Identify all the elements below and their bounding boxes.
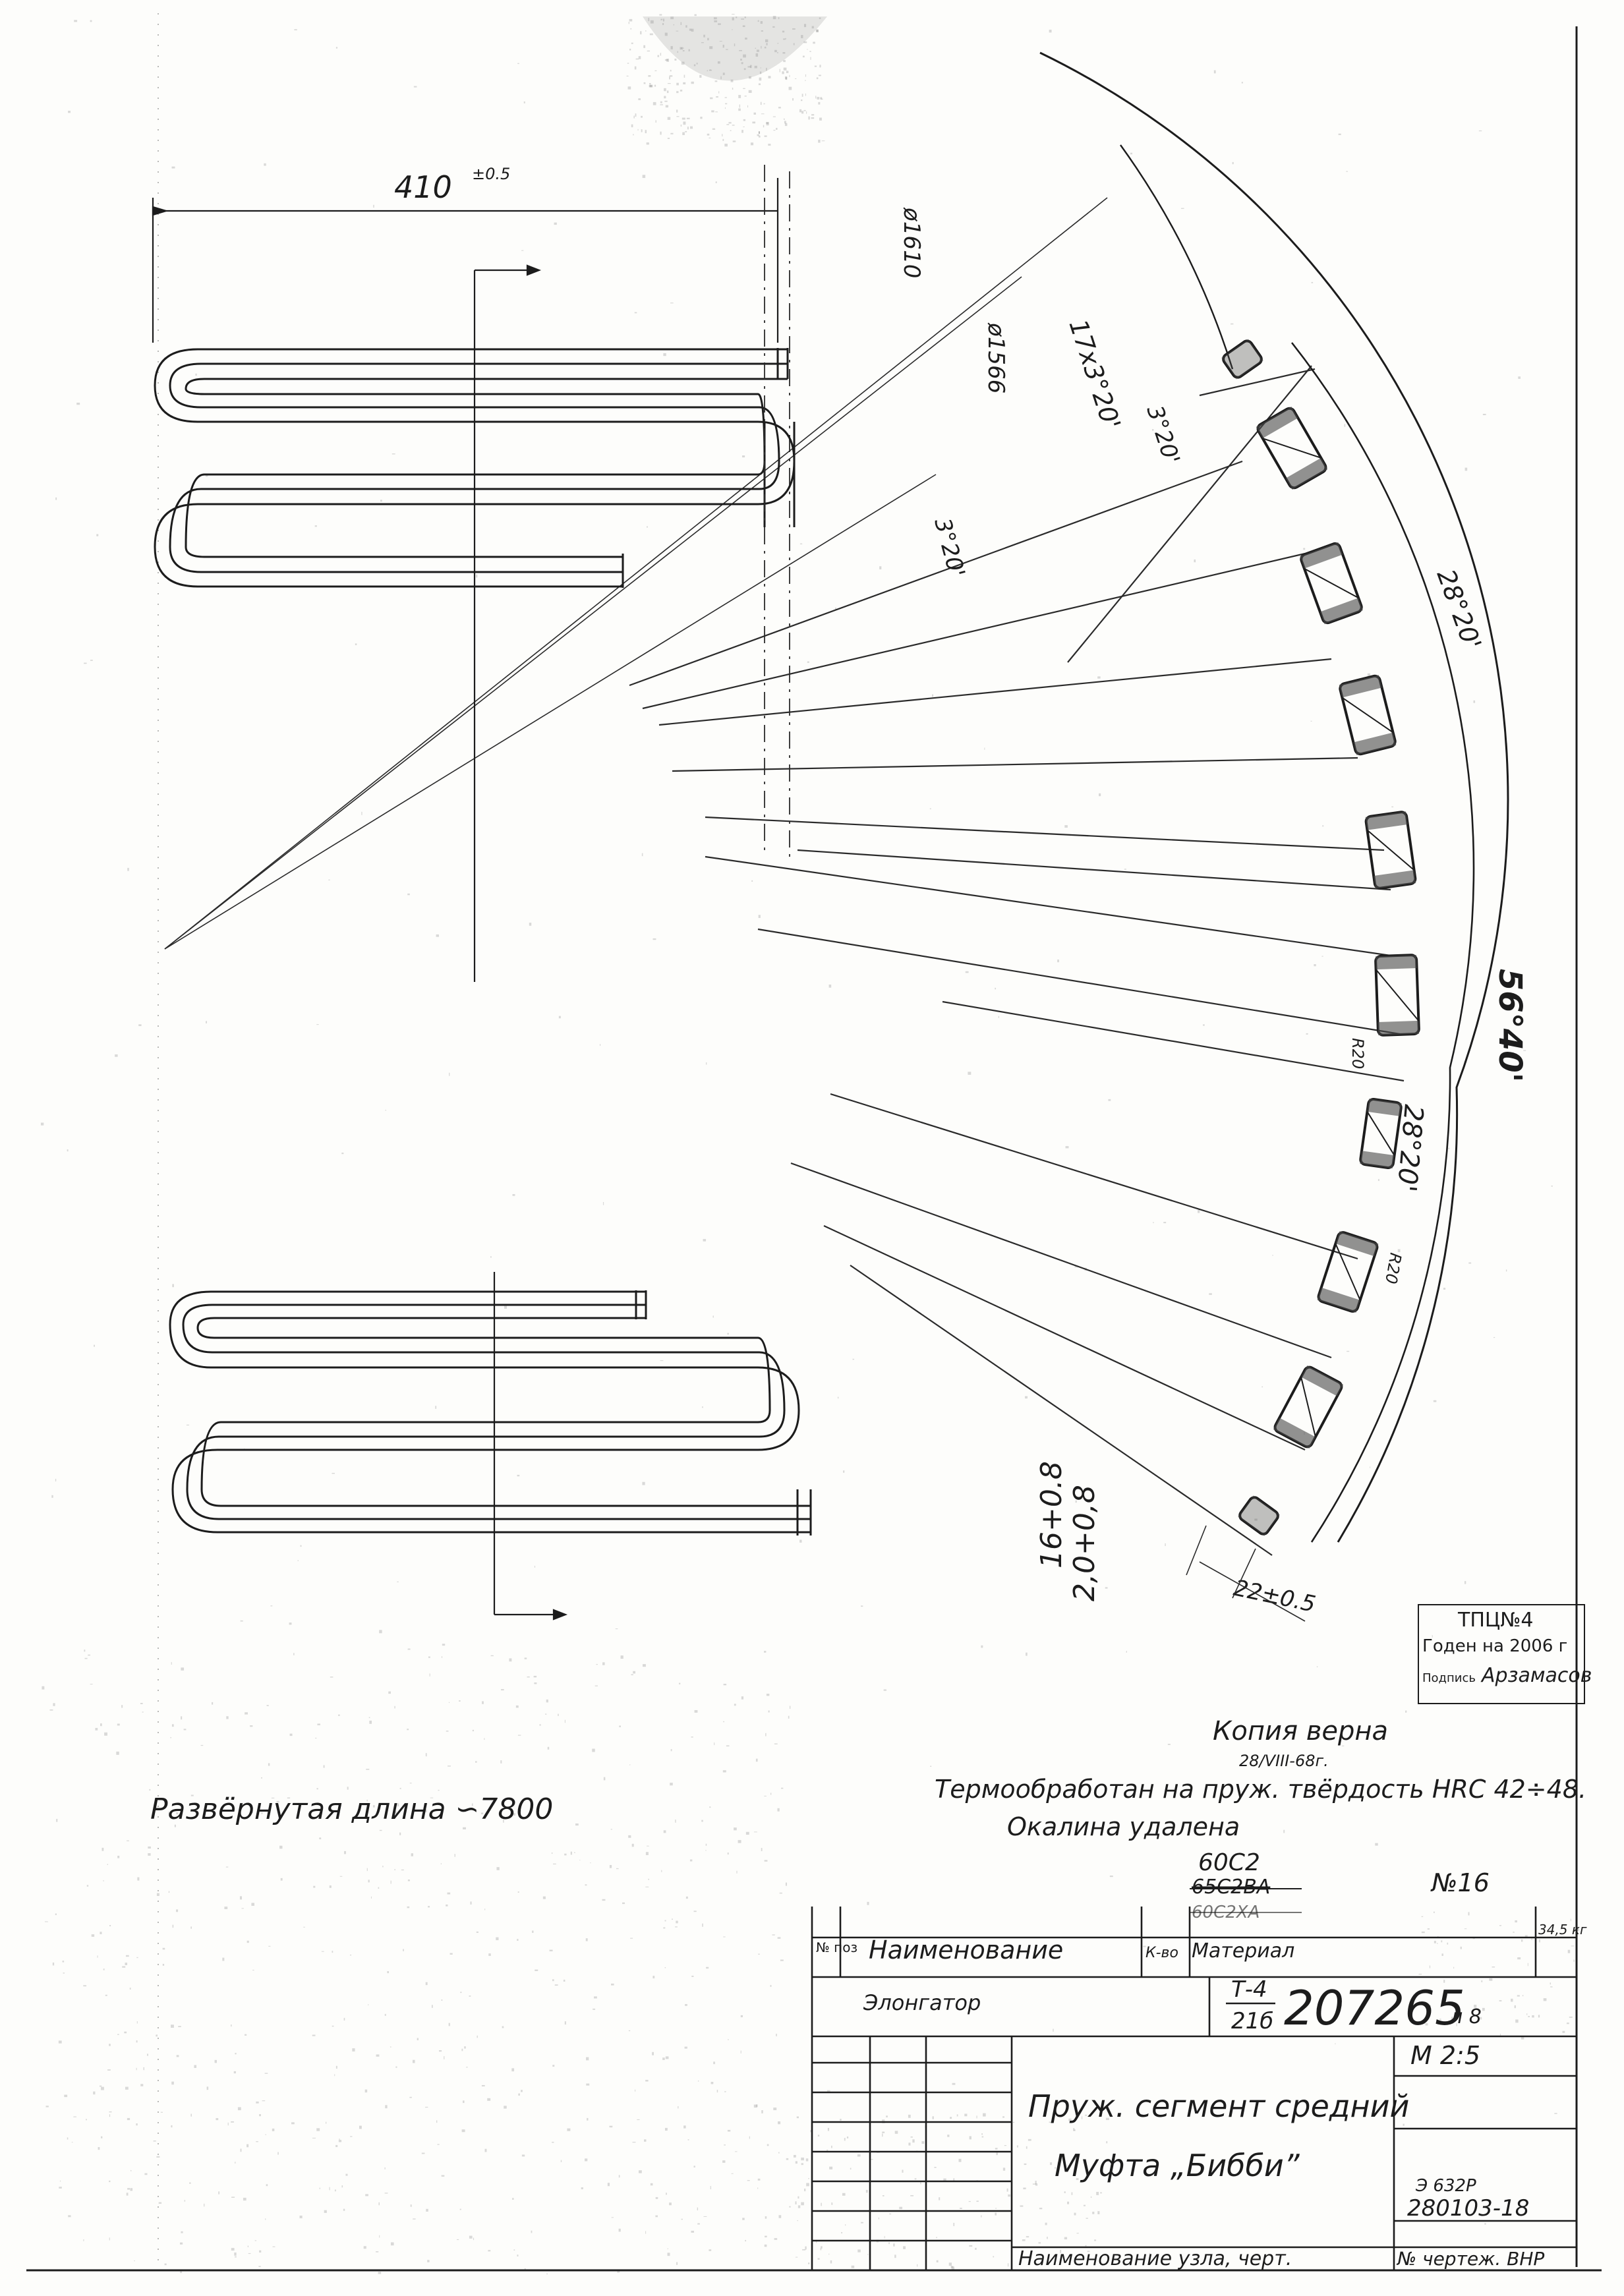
spec-sheet: л 8 bbox=[1449, 2005, 1482, 2028]
title-part-name: Пруж. сегмент средний bbox=[1028, 2088, 1409, 2124]
title-doc-top: Э 632Р bbox=[1415, 2176, 1476, 2196]
radial-rays bbox=[629, 365, 1405, 1556]
construction-line-2 bbox=[164, 474, 937, 950]
dim-bar-width: 22±0.5 bbox=[1231, 1575, 1318, 1618]
lower-spring-view bbox=[169, 1290, 812, 1535]
radial-ray-12 bbox=[790, 1162, 1332, 1359]
dim-angle-pitch-b: 3°20' bbox=[1141, 402, 1184, 467]
outer-arc bbox=[1039, 51, 1509, 1543]
bar-width-dimension bbox=[1186, 1525, 1306, 1622]
title-doc-no: 280103-18 bbox=[1407, 2195, 1529, 2222]
spec-code-bottom: 21б bbox=[1231, 2008, 1273, 2034]
sheet-number: №16 bbox=[1430, 1868, 1490, 1897]
dim-bar-height: 16+0.8 bbox=[1035, 1461, 1068, 1568]
outer-arc-inner bbox=[1120, 144, 1234, 370]
dim-bar-height-note: 2,0+0,8 bbox=[1068, 1485, 1101, 1601]
heat-treatment-note: Термообработан на пруж. твёрдость HRC 42… bbox=[935, 1775, 1586, 1804]
spec-side-note: 34,5 кг bbox=[1538, 1922, 1587, 1937]
radial-ray-14 bbox=[850, 1265, 1273, 1556]
scale-removed-note: Окалина удалена bbox=[1007, 1812, 1240, 1841]
radial-ray-9 bbox=[757, 928, 1405, 1036]
spec-qty-label: К-во bbox=[1146, 1945, 1178, 1961]
bar-section-2 bbox=[1256, 406, 1328, 490]
dim-angle-total: 56°40' bbox=[1492, 969, 1528, 1082]
spec-number: 207265 bbox=[1284, 1980, 1465, 2036]
bar-section-6 bbox=[1374, 954, 1420, 1037]
dim-angle-pitch-a: 17x3°20' bbox=[1063, 316, 1126, 433]
spec-row-name: Элонгатор bbox=[863, 1990, 981, 2015]
title-assembly: Муфта „Бибби” bbox=[1055, 2148, 1300, 2183]
copy-verified: Копия верна bbox=[1213, 1716, 1388, 1746]
hub-shade bbox=[643, 16, 827, 81]
bar-section-7 bbox=[1359, 1098, 1403, 1169]
radial-ray-15 bbox=[797, 849, 1391, 891]
sheet-frame bbox=[26, 13, 1602, 2272]
radial-ray-6 bbox=[672, 757, 1358, 772]
material-current: 60С2 bbox=[1198, 1849, 1260, 1876]
stamp-org: ТПЦ№4 bbox=[1457, 1609, 1533, 1632]
radial-ray-8 bbox=[705, 855, 1391, 957]
scan-noise bbox=[40, 14, 1579, 2275]
radial-ray-7 bbox=[705, 816, 1385, 851]
dim-dia-outer: ø1610 bbox=[898, 207, 925, 278]
bar-section-5 bbox=[1364, 811, 1417, 890]
top-width-dimension bbox=[152, 165, 779, 857]
dim-dia-inner: ø1566 bbox=[983, 322, 1009, 393]
stamp-valid: Годен на 2006 г bbox=[1422, 1636, 1567, 1656]
title-footer-name-label: Наименование узла, черт. bbox=[1018, 2247, 1292, 2270]
construction-line bbox=[164, 276, 1022, 950]
spec-name-label: Наименование bbox=[869, 1936, 1063, 1965]
dim-radius-b: R20 bbox=[1381, 1251, 1405, 1285]
radial-ray-4 bbox=[642, 552, 1306, 710]
radial-ray-13 bbox=[823, 1225, 1306, 1450]
bar-section-8 bbox=[1317, 1231, 1379, 1313]
spec-pos-label: № поз bbox=[816, 1939, 857, 1955]
spec-code-top: Т-4 bbox=[1231, 1976, 1267, 2003]
stamp-signature: Арзамасов bbox=[1480, 1664, 1592, 1687]
dim-top-width-tol: ±0.5 bbox=[472, 165, 510, 183]
upper-section-marker bbox=[473, 264, 542, 982]
construction-line-3 bbox=[164, 197, 1108, 950]
dim-top-width: 410 bbox=[394, 169, 452, 205]
title-footer-drawing-label: № чертеж. ВНР bbox=[1396, 2248, 1544, 2270]
lower-section-marker bbox=[493, 1272, 568, 1621]
radial-ray-11 bbox=[830, 1093, 1358, 1260]
developed-length-note: Развёрнутая длина ∽7800 bbox=[150, 1793, 553, 1826]
dim-angle-pitch-c: 3°20' bbox=[929, 515, 970, 580]
bar-sections bbox=[1221, 339, 1420, 1536]
radial-ray-2 bbox=[1199, 368, 1316, 397]
copy-date: 28/VIII-68г. bbox=[1239, 1752, 1329, 1770]
radial-ray-10 bbox=[942, 1000, 1405, 1082]
dim-radius-a: R20 bbox=[1348, 1038, 1367, 1069]
spec-material-label: Материал bbox=[1192, 1939, 1294, 1963]
bar-section-4 bbox=[1339, 674, 1397, 756]
title-scale: М 2:5 bbox=[1410, 2041, 1480, 2070]
bar-section-3 bbox=[1300, 542, 1363, 625]
stamp-signature-label: Подпись bbox=[1422, 1671, 1476, 1685]
radial-ray-1 bbox=[1067, 365, 1312, 663]
bar-section-10 bbox=[1238, 1495, 1280, 1536]
dimension-arc bbox=[1290, 342, 1475, 1543]
dim-angle-28-bottom: 28°20' bbox=[1391, 1103, 1428, 1193]
validation-stamp: ТПЦ№4 Годен на 2006 г Подпись Арзамасов bbox=[1418, 1604, 1592, 1704]
radial-ray-5 bbox=[658, 658, 1332, 726]
bar-section-1 bbox=[1221, 339, 1263, 380]
bar-section-9 bbox=[1273, 1365, 1344, 1449]
radial-ray-3 bbox=[629, 460, 1243, 687]
spec-table bbox=[811, 1907, 1577, 2270]
material-struck-1: 65С2ВА bbox=[1192, 1876, 1270, 1899]
